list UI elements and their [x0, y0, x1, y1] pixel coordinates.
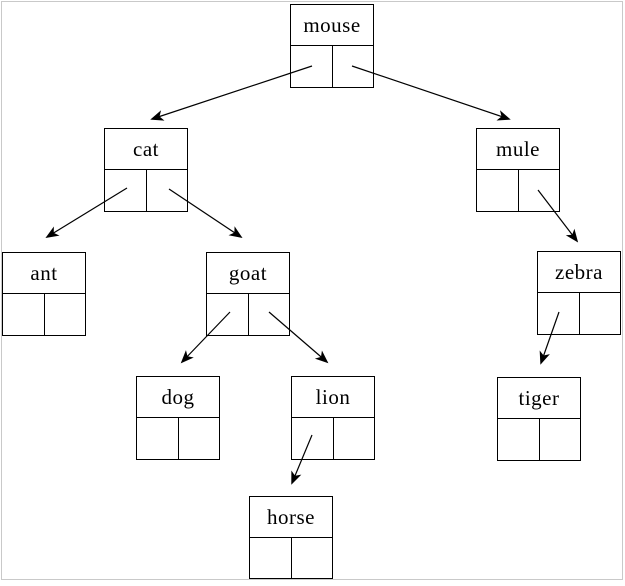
- left-pointer-cell: [3, 294, 45, 335]
- node-label: horse: [250, 497, 332, 538]
- pointer-cells: [207, 294, 289, 335]
- right-pointer-cell: [580, 293, 621, 334]
- pointer-cells: [105, 170, 187, 211]
- node-label: mouse: [291, 5, 373, 46]
- pointer-cells: [477, 170, 559, 211]
- pointer-cells: [538, 293, 620, 334]
- right-pointer-cell: [147, 170, 188, 211]
- node-label: ant: [3, 253, 85, 294]
- pointer-cells: [137, 418, 219, 459]
- tree-node-horse: horse: [249, 496, 333, 579]
- tree-node-ant: ant: [2, 252, 86, 336]
- right-pointer-cell: [45, 294, 86, 335]
- tree-node-mouse: mouse: [290, 4, 374, 88]
- right-pointer-cell: [179, 418, 220, 459]
- tree-node-dog: dog: [136, 376, 220, 460]
- pointer-cells: [250, 538, 332, 578]
- left-pointer-cell: [477, 170, 519, 211]
- left-pointer-cell: [498, 419, 540, 460]
- tree-node-goat: goat: [206, 252, 290, 336]
- right-pointer-cell: [292, 538, 333, 578]
- left-pointer-cell: [538, 293, 580, 334]
- left-pointer-cell: [137, 418, 179, 459]
- left-pointer-cell: [207, 294, 249, 335]
- pointer-cells: [3, 294, 85, 335]
- node-label: goat: [207, 253, 289, 294]
- pointer-cells: [498, 419, 580, 460]
- node-label: dog: [137, 377, 219, 418]
- left-pointer-cell: [291, 46, 333, 87]
- left-pointer-cell: [292, 418, 334, 459]
- node-label: tiger: [498, 378, 580, 419]
- node-label: zebra: [538, 252, 620, 293]
- right-pointer-cell: [249, 294, 290, 335]
- tree-node-lion: lion: [291, 376, 375, 460]
- tree-node-mule: mule: [476, 128, 560, 212]
- node-label: mule: [477, 129, 559, 170]
- node-label: cat: [105, 129, 187, 170]
- left-pointer-cell: [250, 538, 292, 578]
- right-pointer-cell: [540, 419, 581, 460]
- pointer-cells: [291, 46, 373, 87]
- left-pointer-cell: [105, 170, 147, 211]
- tree-node-tiger: tiger: [497, 377, 581, 461]
- tree-node-zebra: zebra: [537, 251, 621, 335]
- right-pointer-cell: [334, 418, 375, 459]
- right-pointer-cell: [333, 46, 374, 87]
- pointer-cells: [292, 418, 374, 459]
- node-label: lion: [292, 377, 374, 418]
- tree-node-cat: cat: [104, 128, 188, 212]
- right-pointer-cell: [519, 170, 560, 211]
